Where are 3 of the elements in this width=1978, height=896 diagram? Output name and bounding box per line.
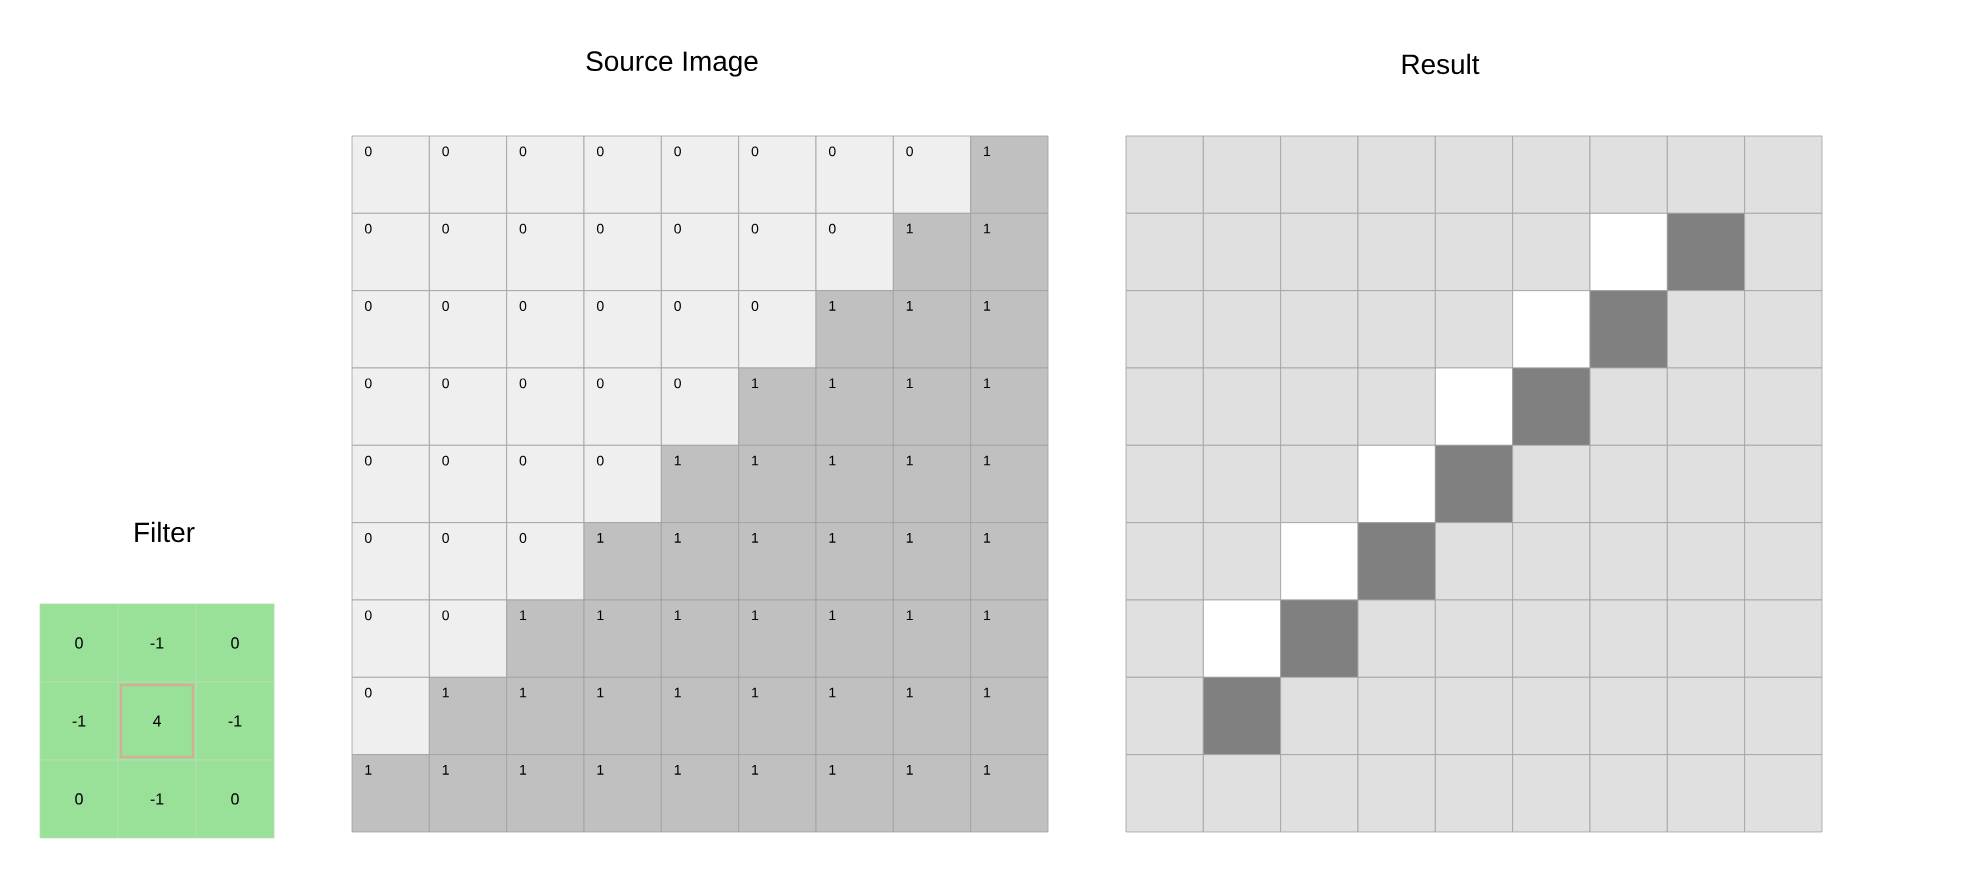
grid-title: Filter	[135, 521, 195, 543]
grid-title: Result	[1402, 53, 1480, 75]
grid-title: Source Image	[586, 51, 758, 77]
